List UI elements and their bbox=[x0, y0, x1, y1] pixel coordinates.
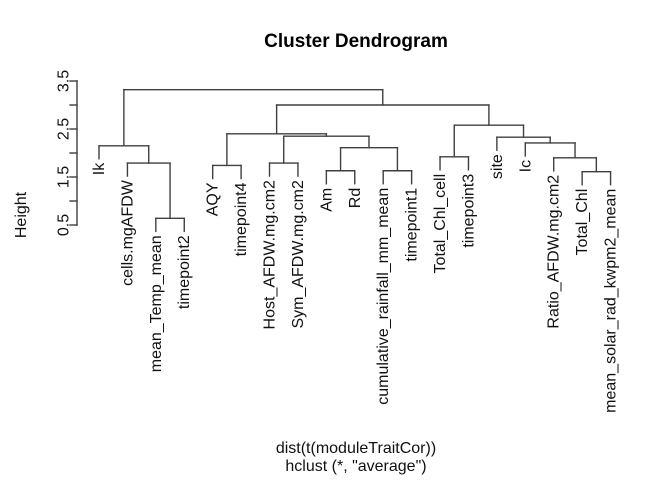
leaf-labels: Ik cells.mgAFDW mean_Temp_mean timepoint2 AQ… bbox=[91, 154, 620, 413]
leaf-label-cells.mgAFDW: cells.mgAFDW bbox=[119, 179, 136, 286]
dendrogram-tree bbox=[98, 88, 612, 232]
leaf-label-timepoint4: timepoint4 bbox=[233, 182, 250, 256]
leaf-label-Sym_AFDW.mg.cm2: Sym_AFDW.mg.cm2 bbox=[290, 180, 307, 329]
caption-hclust-method: hclust (*, "average") bbox=[285, 458, 426, 475]
leaf-label-Ic: Ic bbox=[517, 160, 534, 172]
caption-dist-formula: dist(t(moduleTraitCor)) bbox=[276, 440, 436, 457]
y-axis-tick-label: 0.5 bbox=[56, 214, 73, 236]
y-axis-tick-label: 2.5 bbox=[56, 118, 73, 140]
leaf-label-AQY: AQY bbox=[205, 182, 222, 216]
chart-title: Cluster Dendrogram bbox=[264, 31, 448, 52]
leaf-label-mean_solar_rad_kwpm2_mean: mean_solar_rad_kwpm2_mean bbox=[603, 189, 620, 413]
leaf-label-Rd: Rd bbox=[347, 188, 364, 208]
leaf-label-timepoint2: timepoint2 bbox=[176, 235, 193, 309]
leaf-label-Ratio_AFDW.mg.cm2: Ratio_AFDW.mg.cm2 bbox=[546, 175, 563, 329]
leaf-label-mean_Temp_mean: mean_Temp_mean bbox=[148, 235, 165, 372]
y-axis-tick-label: 1.5 bbox=[56, 166, 73, 188]
leaf-label-Ik: Ik bbox=[91, 162, 108, 175]
leaf-label-Host_AFDW.mg.cm2: Host_AFDW.mg.cm2 bbox=[262, 180, 279, 329]
leaf-label-Total_Chl_cell: Total_Chl_cell bbox=[432, 174, 449, 274]
y-axis: 0.5 1.5 2.5 3.5 bbox=[56, 70, 78, 236]
y-axis-tick-label: 3.5 bbox=[56, 70, 73, 92]
leaf-label-Am: Am bbox=[318, 188, 335, 212]
y-axis-label: Height bbox=[13, 191, 30, 238]
leaf-label-timepoint3: timepoint3 bbox=[460, 174, 477, 248]
leaf-label-Total_Chl: Total_Chl bbox=[574, 189, 591, 256]
leaf-label-site: site bbox=[489, 154, 506, 179]
leaf-label-cumulative_rainfall_mm_mean: cumulative_rainfall_mm_mean bbox=[375, 188, 392, 405]
leaf-label-timepoint1: timepoint1 bbox=[404, 188, 421, 262]
